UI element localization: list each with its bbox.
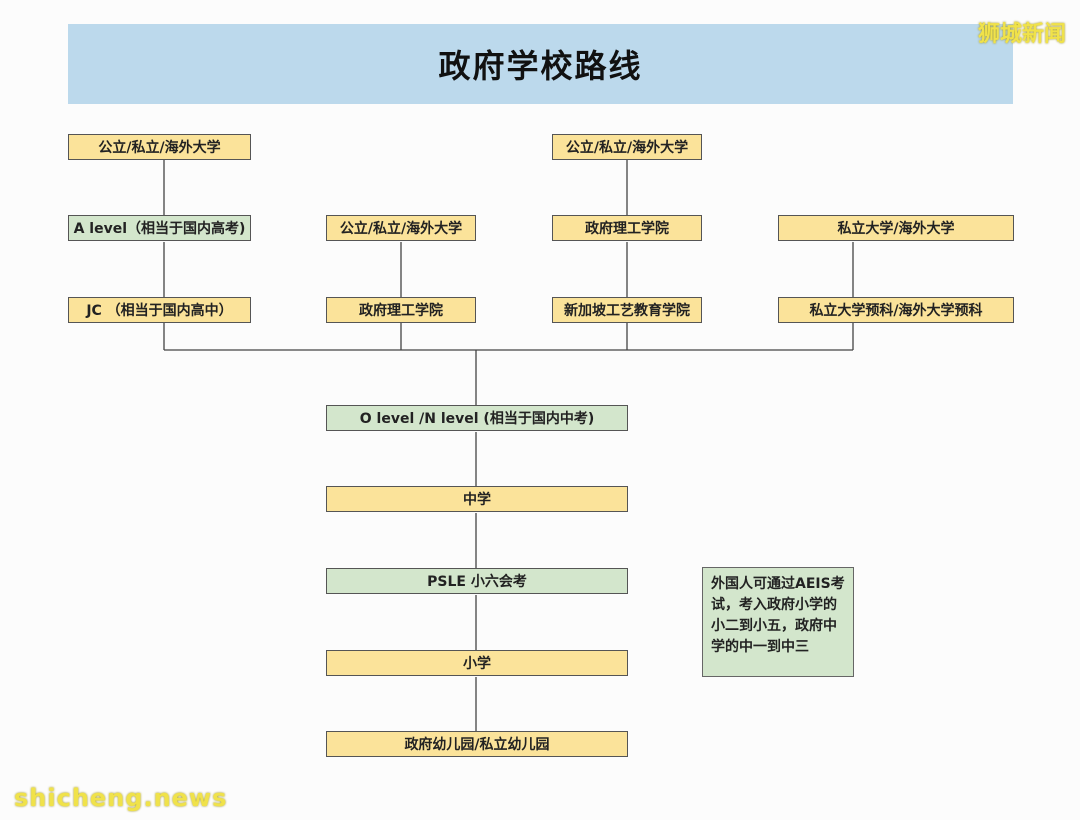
node-poly-b: 政府理工学院 <box>326 297 476 323</box>
node-secondary: 中学 <box>326 486 628 512</box>
node-a-level: A level（相当于国内高考) <box>68 215 251 241</box>
node-uni-c: 公立/私立/海外大学 <box>552 134 702 160</box>
node-uni-a: 公立/私立/海外大学 <box>68 134 251 160</box>
node-private-uni: 私立大学/海外大学 <box>778 215 1014 241</box>
node-o-level: O level /N level (相当于国内中考) <box>326 405 628 431</box>
page-title: 政府学校路线 <box>68 24 1013 104</box>
node-primary: 小学 <box>326 650 628 676</box>
node-ite: 新加坡工艺教育学院 <box>552 297 702 323</box>
node-poly-c: 政府理工学院 <box>552 215 702 241</box>
node-psle: PSLE 小六会考 <box>326 568 628 594</box>
aeis-note: 外国人可通过AEIS考试，考入政府小学的小二到小五，政府中学的中一到中三 <box>702 567 854 677</box>
watermark-logo-bottom: shicheng.news <box>14 784 228 812</box>
node-kindergarten: 政府幼儿园/私立幼儿园 <box>326 731 628 757</box>
node-uni-b: 公立/私立/海外大学 <box>326 215 476 241</box>
watermark-logo-top: 狮城新闻 <box>977 22 1066 47</box>
node-private-prep: 私立大学预科/海外大学预科 <box>778 297 1014 323</box>
node-jc: JC （相当于国内高中） <box>68 297 251 323</box>
